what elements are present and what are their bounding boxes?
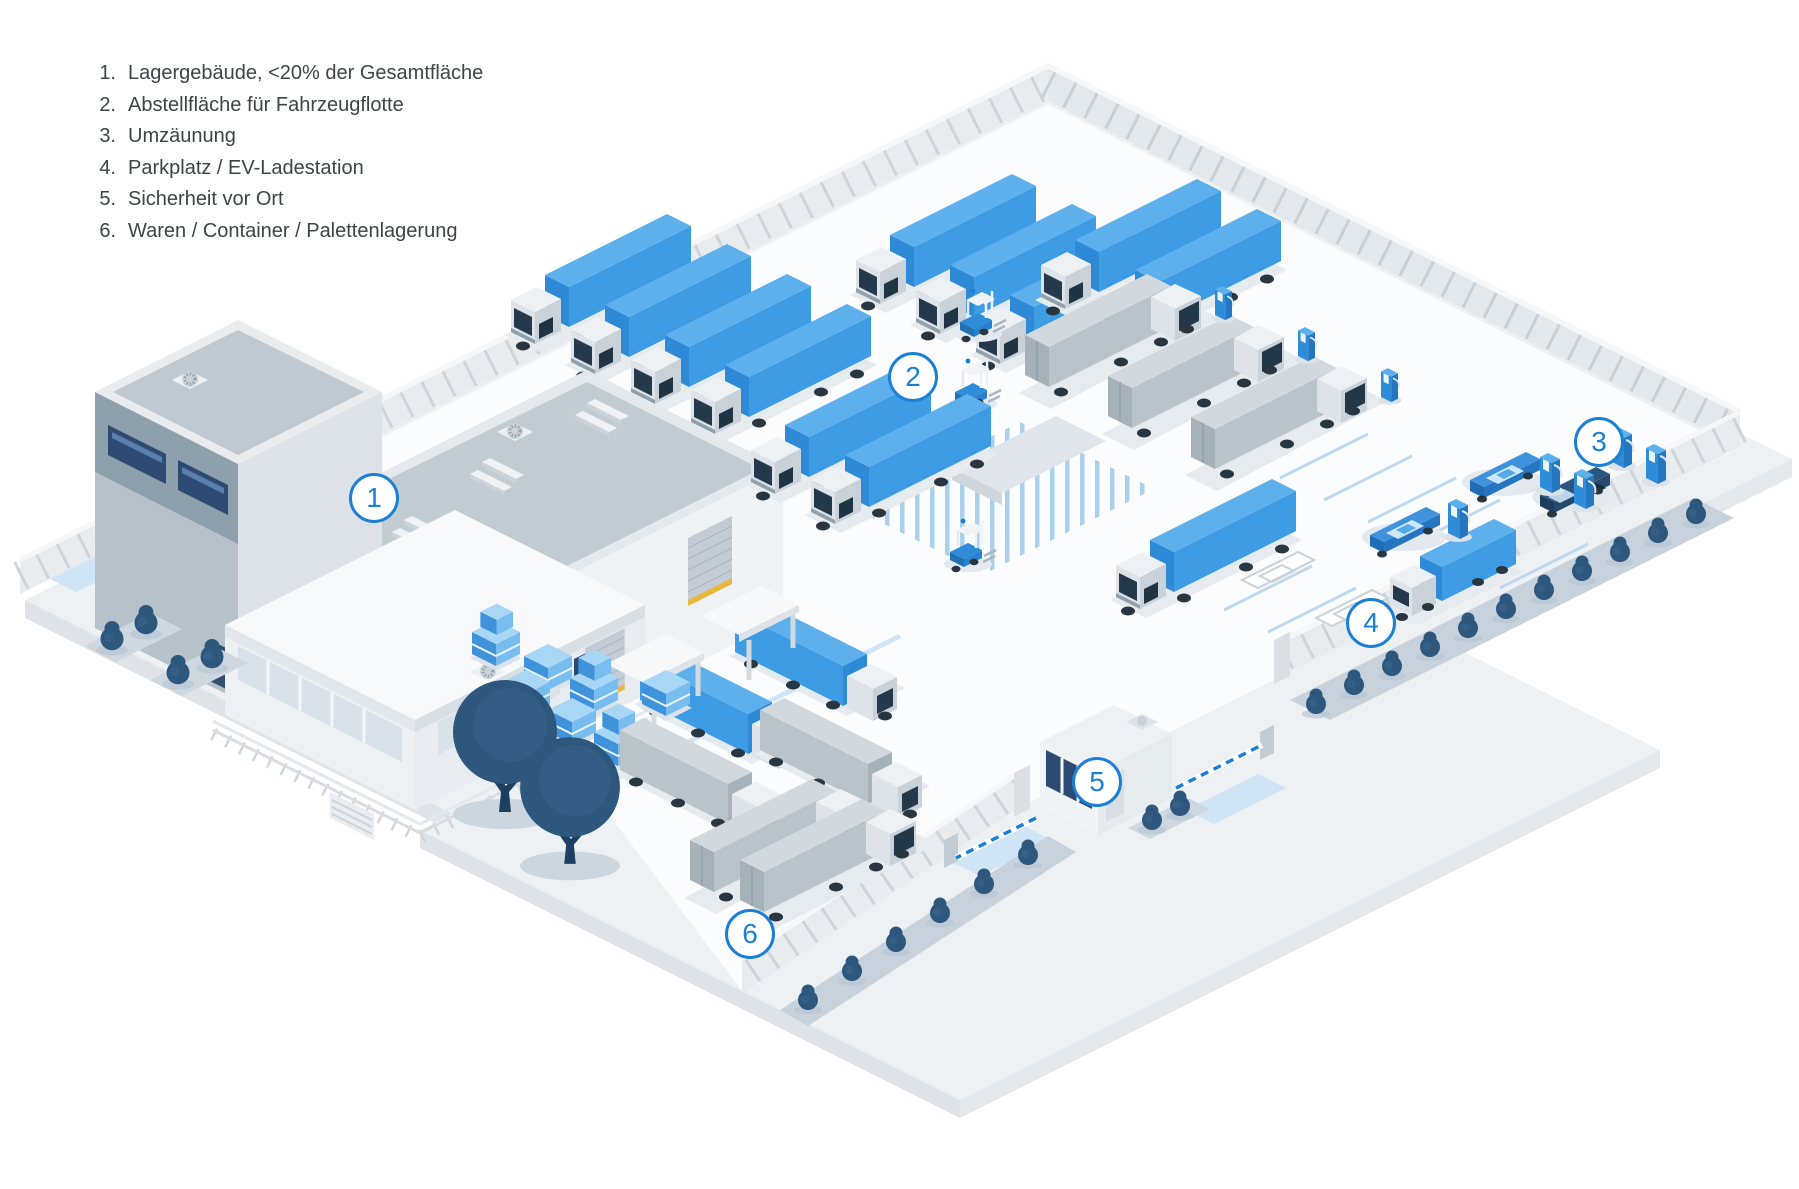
legend-item-label: Abstellfläche für Fahrzeugflotte (128, 93, 404, 116)
legend-item: 4. Parkplatz / EV-Ladestation (88, 153, 483, 185)
marker-number: 1 (366, 482, 382, 513)
marker-5: 5 (1072, 757, 1122, 807)
legend-item: 6. Waren / Container / Palettenlagerung (88, 216, 483, 248)
marker-number: 6 (742, 918, 758, 949)
legend-item-number: 4. (99, 156, 116, 179)
marker-6: 6 (725, 909, 775, 959)
marker-4: 4 (1346, 598, 1396, 648)
legend-item-number: 2. (99, 93, 116, 116)
ev-charger-icon (1378, 368, 1402, 405)
legend-item: 3. Umzäunung (88, 121, 483, 153)
tree-icon (520, 737, 620, 881)
legend-item-label: Umzäunung (128, 125, 236, 147)
ev-charger-icon (1641, 443, 1671, 488)
legend-item-number: 1. (99, 62, 116, 84)
legend-item: 2. Abstellfläche für Fahrzeugflotte (88, 90, 483, 122)
legend-item: 1. Lagergebäude, <20% der Gesamtfläche (88, 58, 483, 90)
legend-item-number: 3. (99, 125, 116, 147)
marker-number: 4 (1363, 607, 1379, 638)
dock-ramp (952, 416, 1106, 493)
ev-charger-icon (1295, 327, 1319, 364)
legend-item-label: Waren / Container / Palettenlagerung (128, 219, 458, 242)
legend-item-label: Sicherheit vor Ort (128, 188, 284, 210)
marker-1: 1 (349, 473, 399, 523)
legend-item-number: 5. (99, 188, 116, 210)
legend-item-label: Lagergebäude, <20% der Gesamtfläche (128, 62, 484, 84)
legend-item: 5. Sicherheit vor Ort (88, 184, 483, 216)
marker-number: 2 (905, 361, 921, 392)
legend-item-number: 6. (99, 219, 116, 242)
ev-charger-icon (1569, 468, 1599, 513)
barrier-gates (944, 725, 1274, 868)
gate-pillar (1014, 765, 1030, 817)
marker-3: 3 (1574, 417, 1624, 467)
gate-pillar (1274, 632, 1290, 684)
ev-charger-icon (1535, 452, 1565, 497)
legend: 1. Lagergebäude, <20% der Gesamtfläche 2.… (88, 58, 483, 247)
perimeter-bushes (84, 498, 1734, 1026)
ev-charger-icon (1212, 286, 1236, 323)
legend-item-label: Parkplatz / EV-Ladestation (128, 156, 364, 179)
fence-north-east (1041, 63, 1747, 447)
marker-2: 2 (888, 352, 938, 402)
marker-number: 3 (1591, 426, 1607, 457)
marker-number: 5 (1089, 766, 1105, 797)
ev-charger-icon (1443, 498, 1473, 543)
